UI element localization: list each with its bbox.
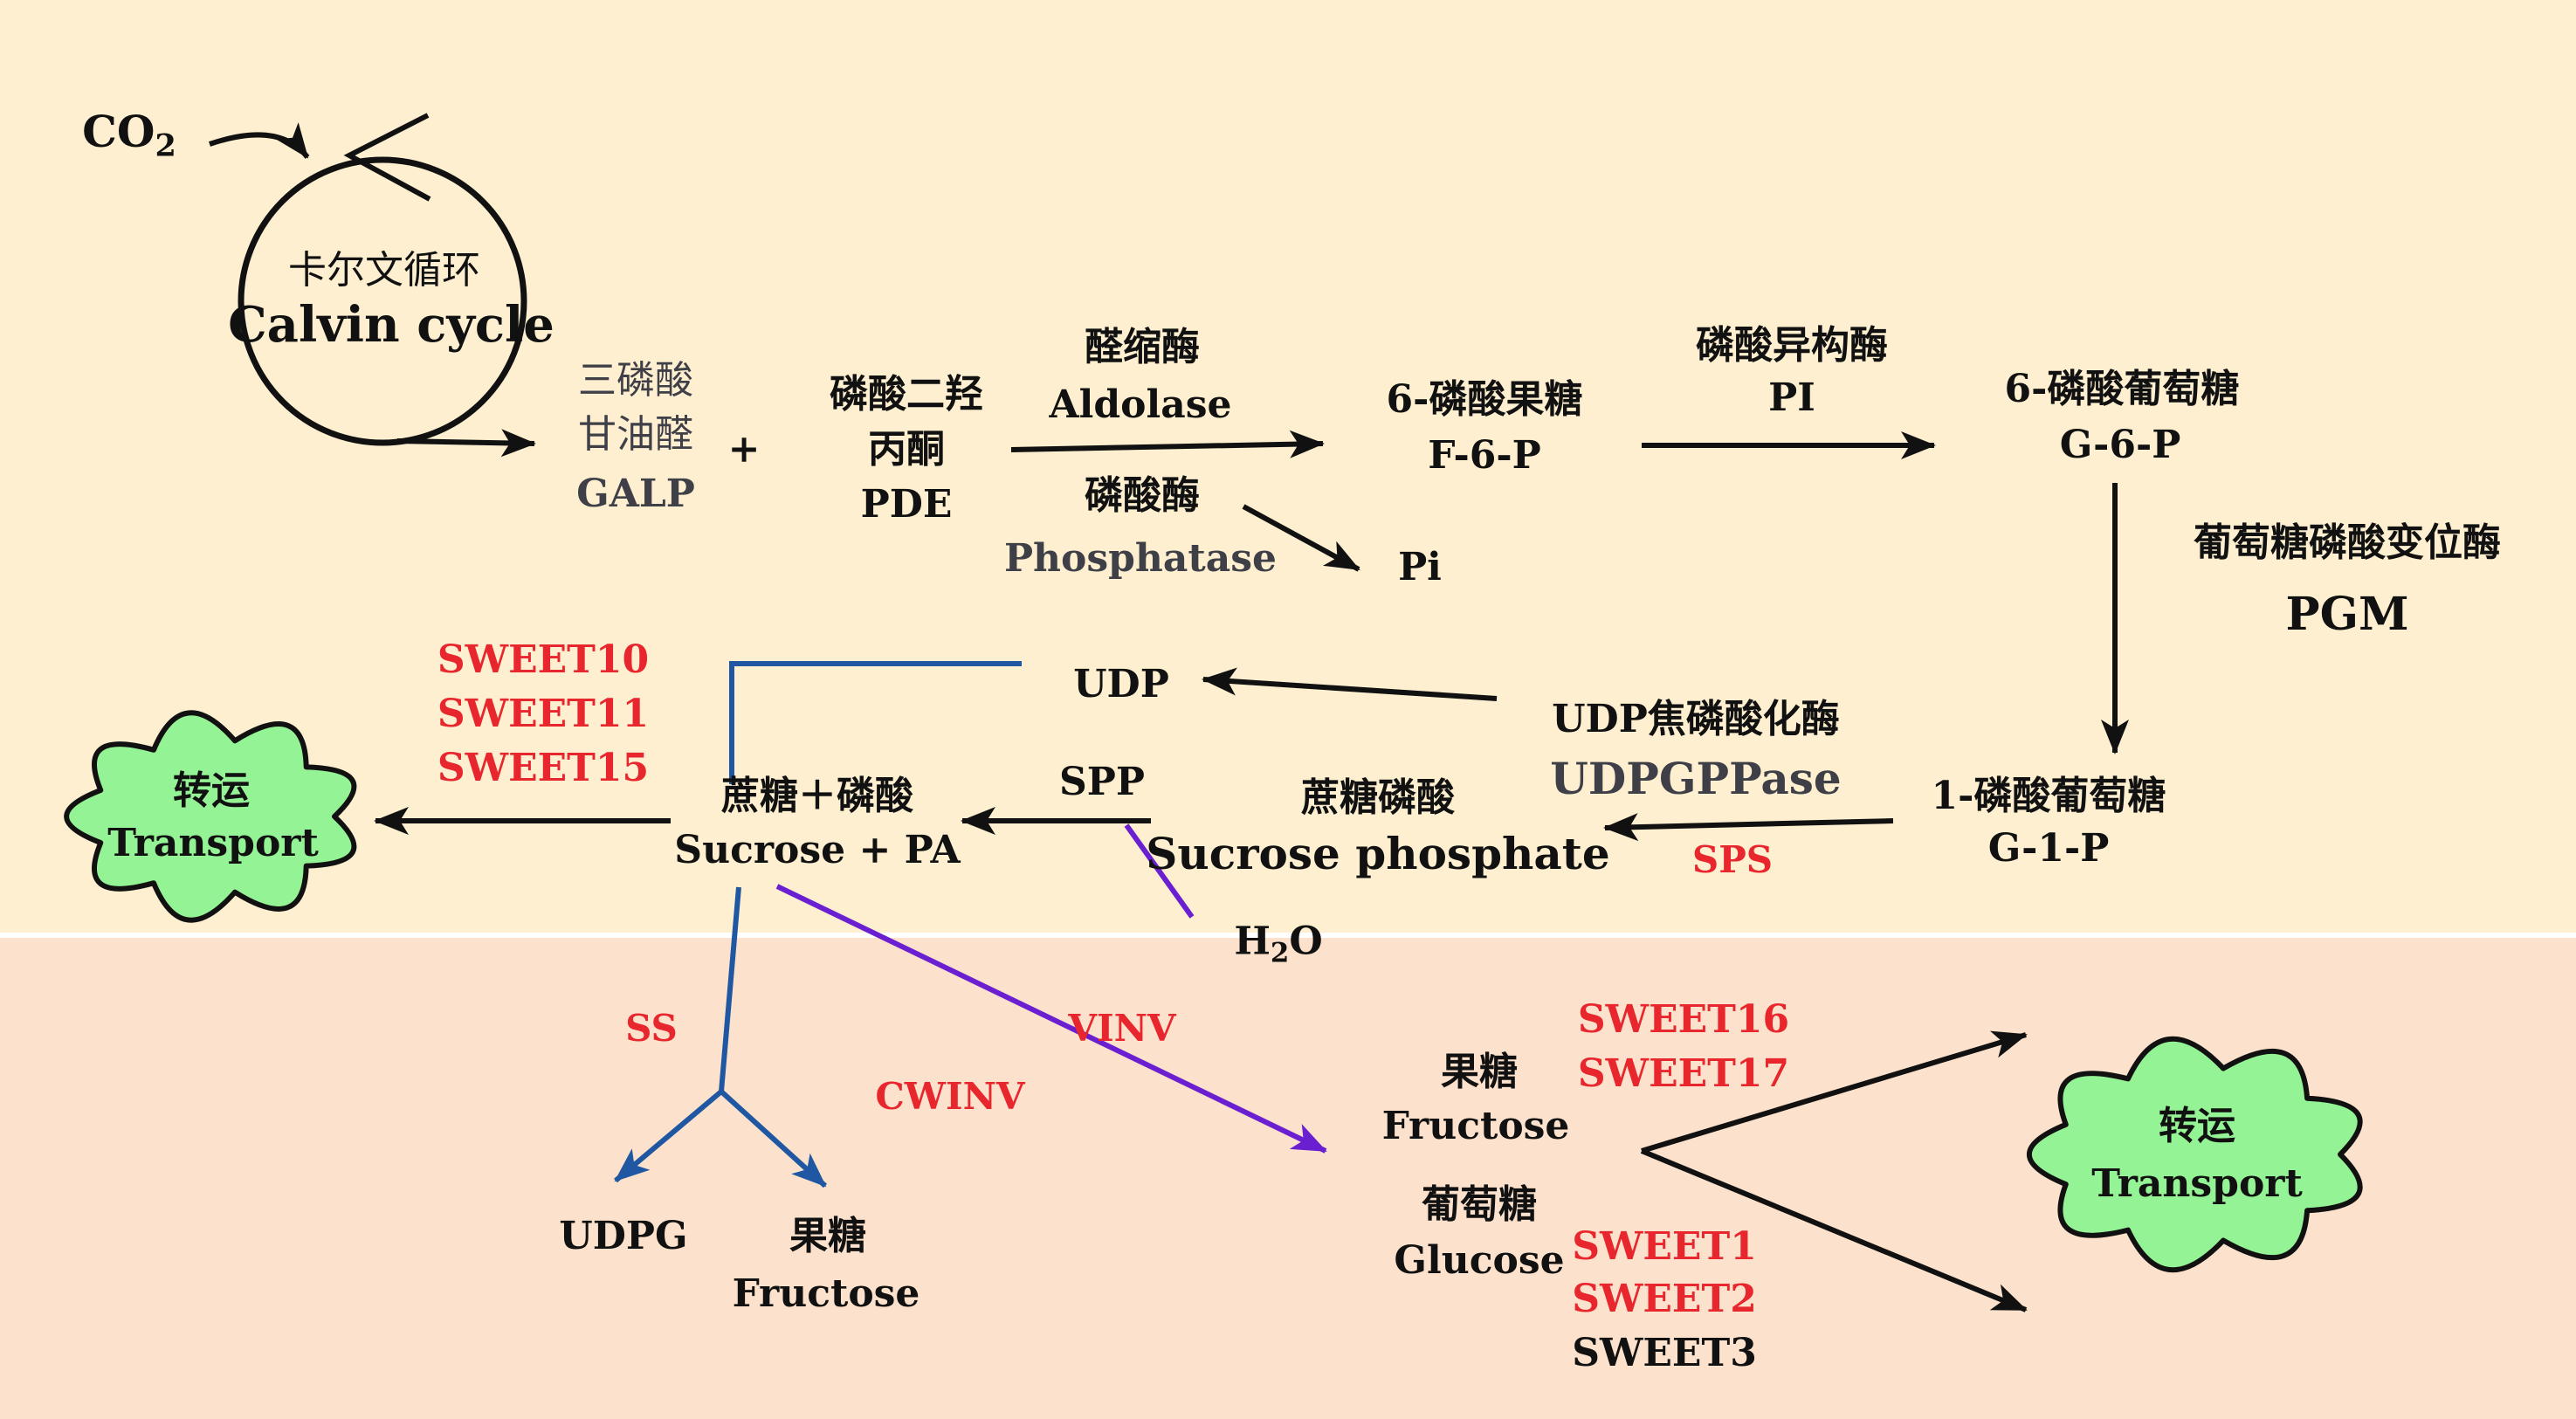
g6p-abbr: G-6-P [2059,423,2181,467]
vinv-label: VINV [1068,1007,1176,1050]
spp-label: SPP [1059,760,1145,804]
g1p-abbr: G-1-P [1987,826,2110,871]
band-divider [0,933,2576,938]
pi-label: Pi [1398,545,1442,589]
calvin-cycle-en-label: Calvin cycle [228,296,554,354]
pde-zh-line2: 丙酮 [868,427,945,472]
fructose-zh-left: 果糖 [789,1214,866,1258]
galp-abbr: GALP [576,472,695,516]
udp-label: UDP [1073,662,1169,706]
calvin-cycle-zh-label: 卡尔文循环 [288,248,480,293]
fructose-en-right: Fructose [1381,1104,1570,1148]
pde-zh-line1: 磷酸二羟 [830,372,983,417]
aldolase-arrow [1010,430,1325,458]
sweet17-label: SWEET17 [1577,1051,1790,1096]
transport-cloud-right [2026,1036,2363,1273]
udpgppase-zh-label: UDP焦磷酸化酶 [1552,697,1840,741]
pde-abbr: PDE [860,482,953,527]
udpgppase-en-label: UDPGPPase [1550,753,1842,804]
sweet11-label: SWEET11 [437,692,650,736]
udpg-label: UDPG [559,1214,688,1258]
co2-label: CO2 [82,105,176,164]
transport-arrow-upper [1641,1030,2028,1154]
phosphoisomerase-abbr: PI [1768,375,1815,420]
vinv-purple-arrow [775,884,1327,1154]
glucose-zh-label: 葡萄糖 [1422,1182,1537,1227]
ss-blue-stem [719,886,741,1092]
sweet10-label: SWEET10 [437,637,650,682]
transport-arrow-lower [1640,1148,2028,1312]
udp-arrow [1202,667,1498,701]
sweet3-label: SWEET3 [1572,1331,1757,1375]
fructose-zh-right: 果糖 [1441,1050,1518,1094]
transport-zh-left: 转运 [173,768,250,813]
phosphatase-en-label: Phosphatase [1003,536,1278,581]
co2-arrow [209,122,310,159]
pgm-abbr: PGM [2285,588,2409,641]
aldolase-en-label: Aldolase [1049,382,1232,427]
phosphoisomerase-zh-label: 磷酸异构酶 [1696,323,1888,368]
sucrose-pa-en-label: Sucrose + PA [674,828,961,872]
transport-en-right: Transport [2091,1161,2303,1206]
sweet16-label: SWEET16 [1577,997,1790,1042]
calvin-to-galp-arrow [396,429,536,458]
cwinv-label: CWINV [875,1075,1025,1118]
h2o-label: H2O [1234,919,1323,969]
sucrose-pa-zh-label: 蔗糖＋磷酸 [721,774,913,818]
fructose-en-left: Fructose [732,1271,920,1316]
pgm-zh-label: 葡萄糖磷酸变位酶 [2194,520,2501,565]
sweet1-label: SWEET1 [1572,1224,1757,1269]
galp-zh-line1: 三磷酸 [578,358,693,403]
ss-blue-path [729,661,1022,784]
sweet2-label: SWEET2 [1572,1277,1757,1321]
g1p-zh-label: 1-磷酸葡萄糖 [1931,774,2166,818]
sps-label: SPS [1691,838,1774,881]
transport-cloud-left [64,710,357,923]
calvin-cycle-circle [238,156,527,446]
ss-to-udpg-arrow [614,1089,723,1183]
calvin-cycle-chevron [343,113,431,202]
h2o-purple-line [1124,823,1195,919]
phosphatase-zh-label: 磷酸酶 [1085,473,1200,518]
ss-label: SS [625,1007,678,1050]
ss-to-fructose-arrow [719,1089,828,1188]
sweet15-label: SWEET15 [437,746,650,790]
plus-sign: + [727,427,761,472]
pi-release-arrow [1242,504,1360,572]
glucose-en-label: Glucose [1394,1238,1565,1283]
sps-arrow [1603,813,1894,842]
galp-zh-line2: 甘油醛 [578,412,693,457]
aldolase-zh-label: 醛缩酶 [1085,325,1200,369]
f6p-zh-label: 6-磷酸果糖 [1386,377,1583,422]
f6p-abbr: F-6-P [1428,433,1541,478]
sucrose-phosphate-en-label: Sucrose phosphate [1146,828,1610,879]
sucrose-phosphate-zh-label: 蔗糖磷酸 [1301,775,1455,820]
transport-zh-right: 转运 [2159,1104,2235,1148]
chloroplast-band [0,0,2576,933]
transport-en-left: Transport [107,821,319,865]
g6p-zh-label: 6-磷酸葡萄糖 [2004,367,2240,411]
